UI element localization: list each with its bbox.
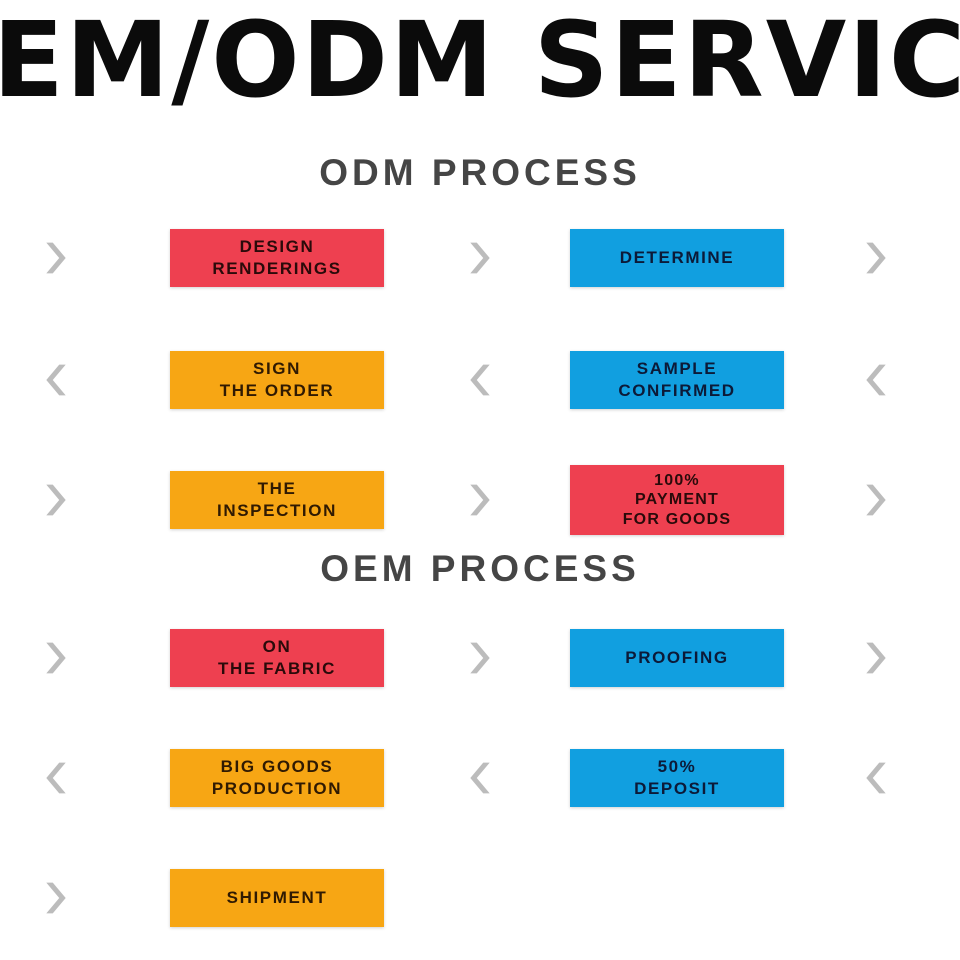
- chevron-left-icon: [855, 753, 897, 803]
- chevron-right-icon: [35, 475, 77, 525]
- process-step-label: INSPECTION: [217, 501, 337, 520]
- process-step-label: 50%: [657, 757, 697, 777]
- process-step-label: SHIPMENT: [226, 888, 328, 908]
- arrow-slot: [28, 730, 84, 826]
- flow-row: DESIGN RENDERINGS DETERMINE: [0, 210, 960, 306]
- arrow-slot: [848, 610, 904, 706]
- page-title-band: EM/ODM SERVIC: [0, 0, 960, 140]
- process-step-box[interactable]: SAMPLE CONFIRMED: [570, 351, 784, 409]
- arrow-slot: [848, 332, 904, 428]
- process-step-slot: THE INSPECTION: [160, 452, 394, 548]
- process-step-label: SAMPLE: [636, 359, 718, 379]
- chevron-right-icon: [459, 233, 501, 283]
- process-step-box[interactable]: SIGN THE ORDER: [170, 351, 384, 409]
- flow-row: ON THE FABRIC PROOFING: [0, 610, 960, 706]
- chevron-left-icon: [459, 355, 501, 405]
- process-step-slot: DETERMINE: [560, 210, 794, 306]
- process-step-label: PROOFING: [625, 648, 729, 668]
- process-step-label: FOR GOODS: [622, 510, 732, 528]
- chevron-right-icon: [855, 633, 897, 683]
- arrow-slot: [28, 332, 84, 428]
- chevron-left-icon: [855, 355, 897, 405]
- arrow-slot: [848, 730, 904, 826]
- process-step-label: RENDERINGS: [212, 259, 342, 278]
- process-step-label: 100%: [654, 471, 700, 489]
- arrow-slot: [452, 210, 508, 306]
- flow-row: SIGN THE ORDER SAMPLE CONFIRMED: [0, 332, 960, 428]
- process-step-box[interactable]: SHIPMENT: [170, 869, 384, 927]
- process-step-slot: PROOFING: [560, 610, 794, 706]
- process-step-label: THE ORDER: [219, 381, 335, 400]
- process-step-slot: SIGN THE ORDER: [160, 332, 394, 428]
- process-step-box[interactable]: PROOFING: [570, 629, 784, 687]
- process-step-slot: ON THE FABRIC: [160, 610, 394, 706]
- process-step-label: DEPOSIT: [634, 779, 720, 798]
- process-step-label: DESIGN: [239, 237, 315, 257]
- chevron-right-icon: [855, 475, 897, 525]
- chevron-right-icon: [35, 873, 77, 923]
- arrow-slot: [28, 850, 84, 946]
- process-step-label: THE FABRIC: [218, 659, 336, 678]
- flow-row: BIG GOODS PRODUCTION 50% DEPOSIT: [0, 730, 960, 826]
- chevron-right-icon: [459, 475, 501, 525]
- process-step-slot: 50% DEPOSIT: [560, 730, 794, 826]
- process-step-slot: DESIGN RENDERINGS: [160, 210, 394, 306]
- process-step-box[interactable]: BIG GOODS PRODUCTION: [170, 749, 384, 807]
- chevron-left-icon: [35, 355, 77, 405]
- process-step-label: CONFIRMED: [618, 381, 736, 400]
- section-heading-oem: OEM PROCESS: [320, 548, 640, 589]
- process-step-label: PRODUCTION: [211, 779, 343, 798]
- arrow-slot: [848, 452, 904, 548]
- process-step-label: BIG GOODS: [220, 757, 334, 777]
- arrow-slot: [28, 210, 84, 306]
- arrow-slot: [452, 610, 508, 706]
- process-step-box[interactable]: ON THE FABRIC: [170, 629, 384, 687]
- arrow-slot: [452, 730, 508, 826]
- process-step-label: DETERMINE: [619, 248, 735, 268]
- chevron-right-icon: [855, 233, 897, 283]
- arrow-slot: [28, 452, 84, 548]
- flow-row: SHIPMENT: [0, 850, 960, 946]
- chevron-left-icon: [35, 753, 77, 803]
- process-step-slot: SHIPMENT: [160, 850, 394, 946]
- process-step-slot: SAMPLE CONFIRMED: [560, 332, 794, 428]
- page-title: EM/ODM SERVIC: [0, 0, 960, 121]
- process-step-label: THE: [257, 479, 297, 499]
- arrow-slot: [452, 452, 508, 548]
- arrow-slot: [452, 332, 508, 428]
- process-step-label: ON: [262, 637, 292, 657]
- arrow-slot: [28, 610, 84, 706]
- chevron-left-icon: [459, 753, 501, 803]
- chevron-right-icon: [35, 633, 77, 683]
- process-step-slot: BIG GOODS PRODUCTION: [160, 730, 394, 826]
- process-step-label: PAYMENT: [635, 491, 719, 509]
- arrow-slot: [848, 210, 904, 306]
- section-heading-odm: ODM PROCESS: [319, 152, 641, 193]
- process-step-box[interactable]: DETERMINE: [570, 229, 784, 287]
- process-step-box[interactable]: DESIGN RENDERINGS: [170, 229, 384, 287]
- process-step-label: SIGN: [253, 359, 301, 379]
- process-step-box[interactable]: THE INSPECTION: [170, 471, 384, 529]
- chevron-right-icon: [459, 633, 501, 683]
- process-step-box[interactable]: 50% DEPOSIT: [570, 749, 784, 807]
- chevron-right-icon: [35, 233, 77, 283]
